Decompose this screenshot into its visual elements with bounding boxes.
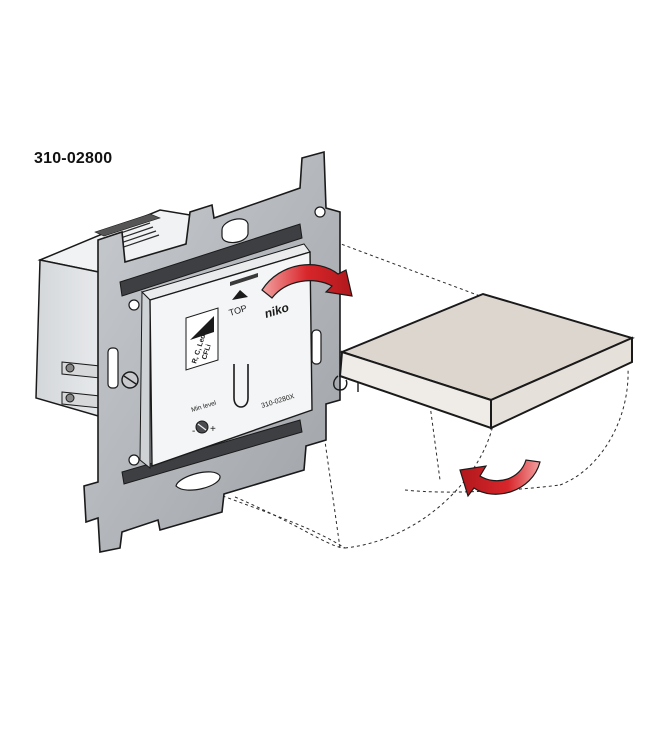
cover-plate bbox=[333, 292, 635, 430]
terminals bbox=[61, 361, 101, 409]
dimmer-slot-icon bbox=[233, 364, 249, 408]
product-code: 310-02800 bbox=[34, 150, 113, 167]
brand-label: niko bbox=[263, 300, 291, 321]
load-type-badge bbox=[185, 307, 219, 371]
plus-sign: + bbox=[210, 424, 216, 435]
top-arrow-icon bbox=[232, 290, 248, 300]
dimmer-module bbox=[139, 243, 313, 470]
rotate-arrow-icon bbox=[459, 459, 541, 498]
load-type-line2: CFLi bbox=[201, 344, 212, 361]
curved-arrow-icon bbox=[261, 264, 353, 299]
minus-sign: - bbox=[192, 426, 195, 437]
